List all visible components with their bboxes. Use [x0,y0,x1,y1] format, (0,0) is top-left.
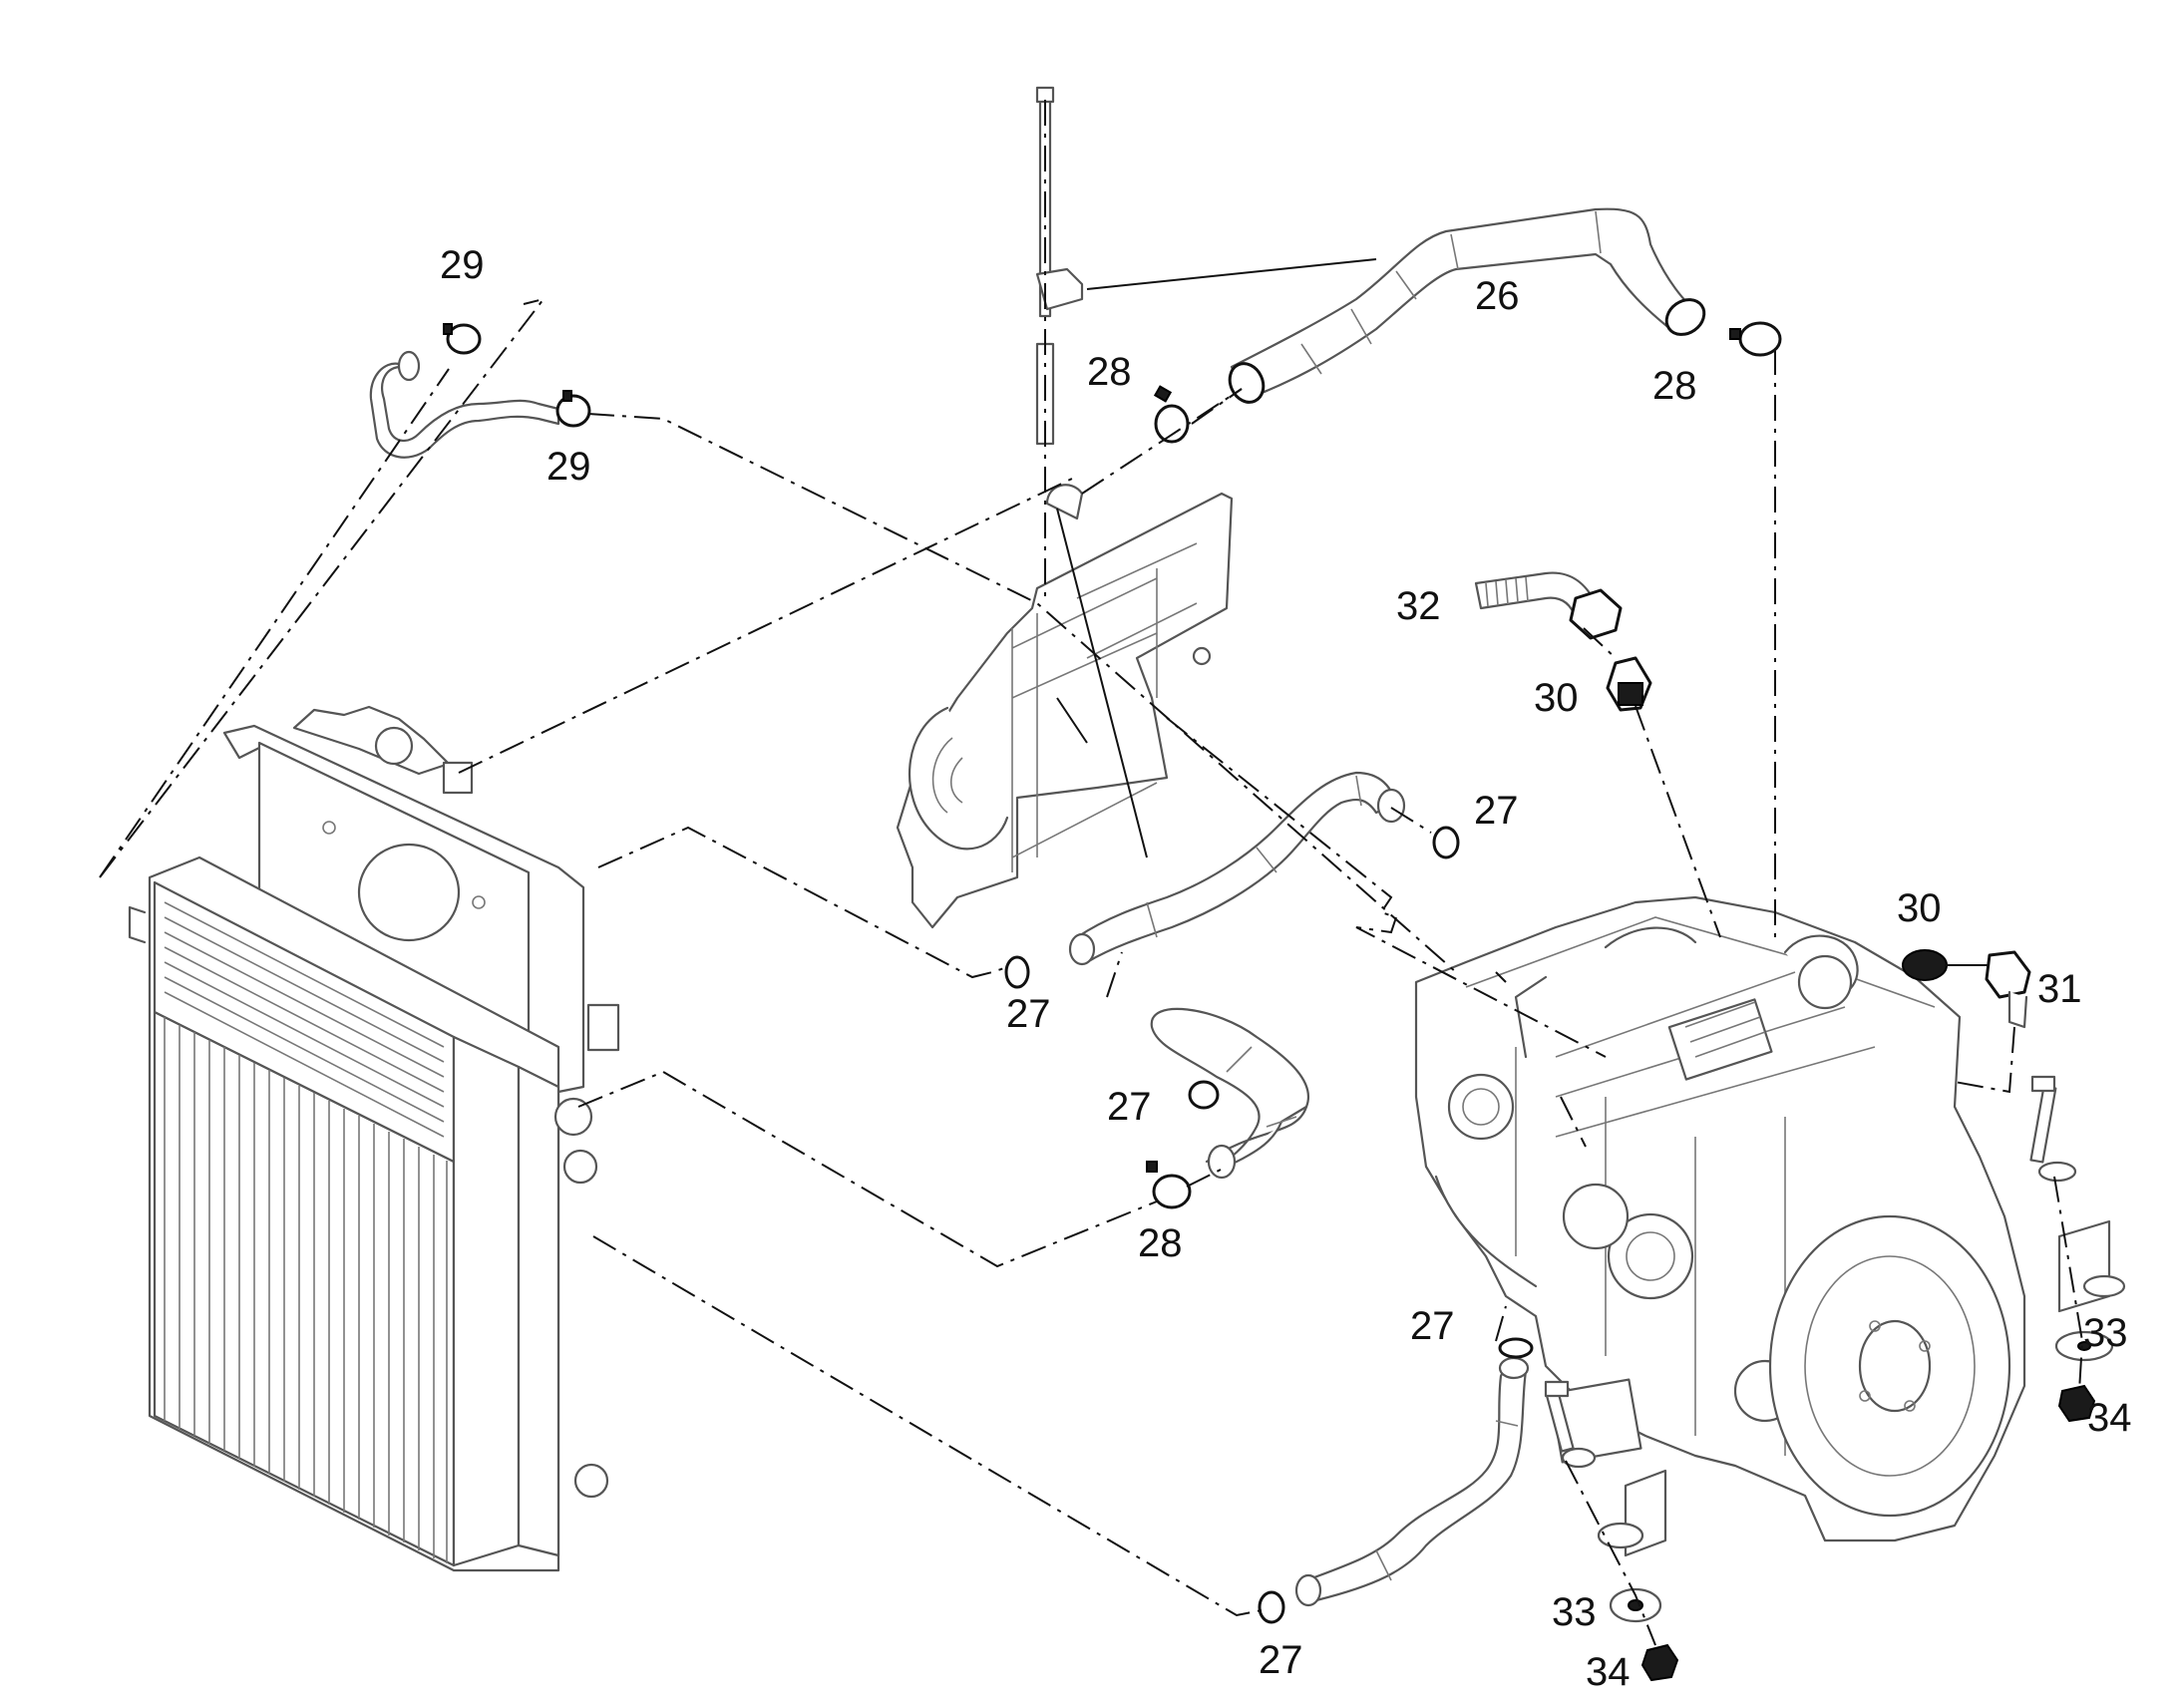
callout-27-bottom: 27 [1259,1638,1303,1682]
hose-clamp-27-left [1004,955,1030,989]
hose-clamp-27-right [1432,826,1460,859]
adapter-fitting-right [1902,949,1948,981]
callout-27-engine: 27 [1410,1304,1455,1348]
elbow-fitting-right [1985,950,2031,1029]
adapter-fitting-upper [1606,656,1652,712]
engine-mount-bracket-lower [1597,1469,1667,1557]
radiator-assembly [128,705,620,1572]
callout-30-right: 30 [1897,886,1942,930]
hose-clamp-28-lower [1146,1161,1192,1209]
bolt-lower [1544,1380,1575,1453]
hose-clamp-27-engine [1498,1337,1534,1359]
overflow-hose [369,350,560,459]
hose-clamp-29-lower [555,390,591,428]
callout-27-right: 27 [1474,789,1519,833]
engine-mount-bracket-right [2057,1219,2126,1313]
hose-clamp-29-upper [443,323,482,355]
hose-clamp-27-bottom [1258,1590,1285,1624]
washer-lower [1609,1587,1662,1623]
part-callouts: 29 29 26 28 28 32 30 27 30 31 27 27 28 2… [440,243,2132,1694]
bottom-radiator-hose [1294,1356,1530,1607]
nut-right [2057,1384,2096,1423]
callout-34-lower: 34 [1586,1650,1631,1694]
callout-26: 26 [1475,274,1520,318]
callout-29-lower: 29 [546,445,591,489]
callout-28-upper-left: 28 [1087,350,1132,394]
washer-right [2054,1330,2114,1362]
callout-29-upper: 29 [440,243,485,287]
mounting-stud [1035,86,1084,520]
hose-clamp-27-centre [1188,1080,1220,1110]
elbow-fitting [1474,571,1623,640]
callout-28-lower: 28 [1138,1221,1183,1265]
bolt-right [2029,1075,2057,1164]
callout-31: 31 [2037,967,2082,1011]
callout-34-right: 34 [2087,1396,2132,1440]
callout-27-left: 27 [1006,992,1051,1036]
washer-bolt-lower [1561,1447,1597,1469]
bypass-hose [1150,1007,1309,1180]
fan-shroud-bracket [896,492,1234,929]
upper-radiator-hose [1228,207,1706,404]
callout-33-right: 33 [2083,1311,2128,1355]
nut-lower [1640,1643,1679,1682]
callout-32: 32 [1396,584,1441,628]
callout-33-lower: 33 [1552,1590,1597,1634]
callout-30-upper: 30 [1534,676,1579,720]
washer-bolt-right [2037,1161,2077,1183]
radiator-fins [164,901,448,1563]
callout-28-upper-right: 28 [1652,364,1697,408]
lower-centre-hose [1068,771,1406,966]
hose-clamp-28-upper-left [1153,385,1190,444]
callout-27-centre: 27 [1107,1085,1152,1129]
hose-clamp-28-upper-right [1729,321,1782,357]
assembly-leader-lines [99,100,2084,1646]
